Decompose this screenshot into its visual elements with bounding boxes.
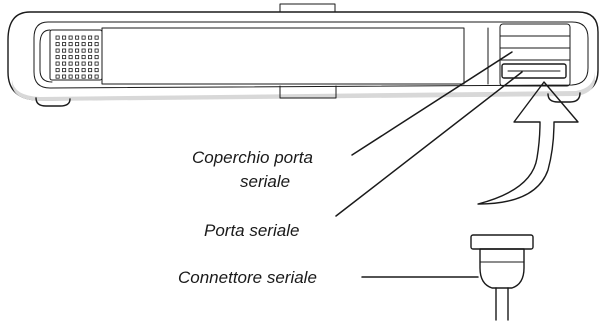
- device-inner-panel: [33, 21, 589, 89]
- leader-serial-port: [335, 71, 523, 217]
- speaker-grille-hole: [75, 55, 80, 60]
- speaker-grille-hole: [94, 74, 99, 79]
- speaker-grille-hole: [75, 74, 80, 79]
- device-left-foot: [35, 97, 71, 107]
- speaker-grille-hole: [94, 55, 99, 60]
- speaker-grille-hole: [68, 35, 73, 40]
- speaker-grille-hole: [94, 42, 99, 47]
- speaker-grille-hole: [81, 74, 86, 79]
- speaker-grille-hole: [75, 61, 80, 66]
- connector-top-plug: [470, 234, 534, 250]
- speaker-grille-hole: [55, 55, 60, 60]
- speaker-grille-hole: [94, 35, 99, 40]
- speaker-grille-hole: [55, 35, 60, 40]
- device-left-cap: [39, 29, 53, 83]
- speaker-grille-hole: [62, 42, 67, 47]
- speaker-grille-hole: [81, 48, 86, 53]
- speaker-grille-hole: [68, 48, 73, 53]
- leader-port-cover: [351, 51, 513, 156]
- curved-up-arrow-outline: [477, 81, 579, 205]
- speaker-grille-hole: [68, 42, 73, 47]
- label-port-cover-line2: seriale: [240, 172, 290, 191]
- speaker-grille-hole: [75, 35, 80, 40]
- speaker-grille-frame: [49, 29, 103, 81]
- top-clip: [279, 3, 336, 13]
- speaker-grille-hole: [62, 55, 67, 60]
- speaker-grille-hole: [55, 74, 60, 79]
- device-recessed-slot: [101, 27, 465, 85]
- speaker-grille-hole: [68, 68, 73, 73]
- speaker-grille-hole: [55, 48, 60, 53]
- serial-port-cover-body: [499, 23, 571, 87]
- speaker-grille-hole: [81, 35, 86, 40]
- speaker-grille-hole: [62, 68, 67, 73]
- speaker-grille-hole: [81, 68, 86, 73]
- speaker-grille-hole: [94, 68, 99, 73]
- serial-connector-icon: [470, 234, 534, 321]
- serial-port-opening: [501, 63, 567, 79]
- speaker-grille-hole: [81, 61, 86, 66]
- device-right-foot: [547, 92, 581, 103]
- speaker-grille-hole: [68, 74, 73, 79]
- speaker-grille-hole: [62, 48, 67, 53]
- speaker-grille-hole: [75, 68, 80, 73]
- speaker-grille-hole: [88, 42, 93, 47]
- device-illustration: [7, 3, 599, 107]
- speaker-grille-hole: [94, 61, 99, 66]
- speaker-grille-hole: [88, 68, 93, 73]
- speaker-grille-hole: [62, 61, 67, 66]
- speaker-grille-hole: [81, 55, 86, 60]
- label-serial-connector: Connettore seriale: [178, 268, 317, 287]
- label-serial-port: Porta seriale: [204, 221, 299, 240]
- connector-body: [479, 248, 525, 289]
- label-port-cover-line1: Coperchio porta: [192, 148, 313, 167]
- speaker-grille-hole: [88, 61, 93, 66]
- speaker-grille-hole: [55, 61, 60, 66]
- speaker-grille-hole: [62, 35, 67, 40]
- speaker-grille: [55, 35, 99, 79]
- speaker-grille-hole: [68, 55, 73, 60]
- speaker-grille-hole: [88, 48, 93, 53]
- speaker-grille-hole: [75, 48, 80, 53]
- speaker-grille-hole: [94, 48, 99, 53]
- speaker-grille-hole: [81, 42, 86, 47]
- speaker-grille-hole: [75, 42, 80, 47]
- curved-up-arrow-icon: [477, 81, 579, 205]
- speaker-grille-hole: [88, 35, 93, 40]
- speaker-grille-hole: [55, 42, 60, 47]
- speaker-grille-hole: [88, 74, 93, 79]
- speaker-grille-hole: [55, 68, 60, 73]
- speaker-grille-hole: [88, 55, 93, 60]
- device-bottom-shade: [11, 72, 595, 101]
- speaker-grille-hole: [68, 61, 73, 66]
- speaker-grille-hole: [62, 74, 67, 79]
- bottom-clip: [279, 85, 337, 99]
